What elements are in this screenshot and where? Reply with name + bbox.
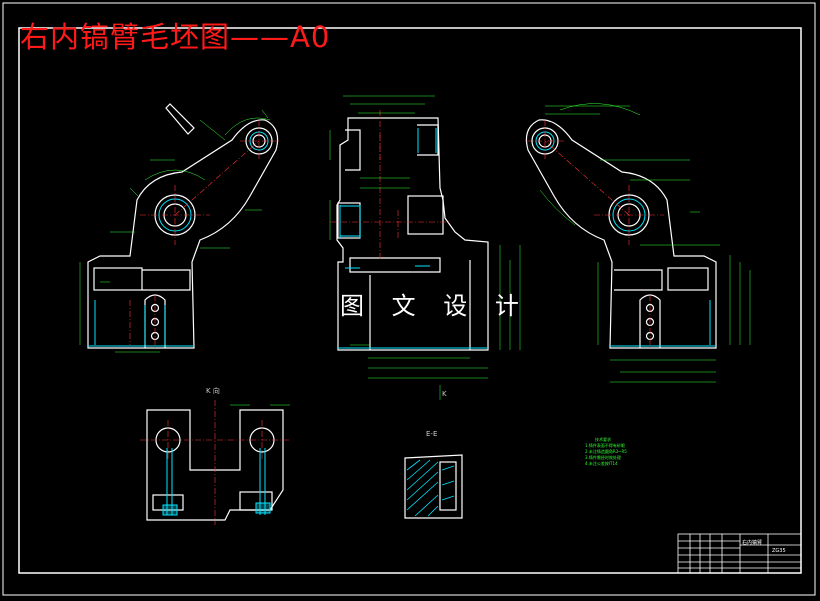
k-view-hatch [162, 448, 271, 516]
technical-notes: 技术要求 1.铸件表面不得有砂眼 2.未注铸造圆角R3~R5 3.铸件需经时效处… [585, 437, 627, 467]
title-block-name: 右内镐臂 [742, 540, 763, 546]
middle-view-dimensions [329, 95, 521, 400]
sheet-inner-border [18, 27, 802, 574]
notes-line: 3.铸件需经时效处理 [585, 455, 621, 460]
drawing-title: 右内镐臂毛坯图——A0 [20, 20, 331, 54]
right-view-centerlines [525, 120, 664, 350]
middle-view-hatch [338, 128, 488, 349]
right-view [525, 119, 717, 349]
title-block [677, 533, 802, 574]
left-view [87, 103, 279, 349]
arrow-k-label: K [442, 390, 447, 398]
middle-view [336, 117, 489, 351]
left-view-dimensions [79, 109, 271, 353]
notes-line: 1.铸件表面不得有砂眼 [585, 443, 625, 448]
section-ee-hatch [406, 459, 455, 517]
left-view-hatch [88, 131, 269, 347]
section-ee [404, 454, 463, 519]
left-view-centerlines [129, 120, 280, 350]
middle-view-centerlines [330, 110, 450, 260]
view-k-label: K 向 [206, 387, 220, 395]
notes-line: 4.未注公差按IT14 [585, 461, 618, 466]
k-view-centerlines [140, 400, 290, 525]
right-view-dimensions [539, 103, 751, 383]
right-view-hatch [535, 131, 716, 347]
notes-heading: 技术要求 [595, 437, 611, 442]
watermark-text: 图 文 设 计 [340, 292, 529, 320]
section-ee-label: E-E [426, 430, 438, 438]
notes-line: 2.未注铸造圆角R3~R5 [585, 449, 627, 454]
title-block-material: ZG35 [772, 548, 786, 554]
